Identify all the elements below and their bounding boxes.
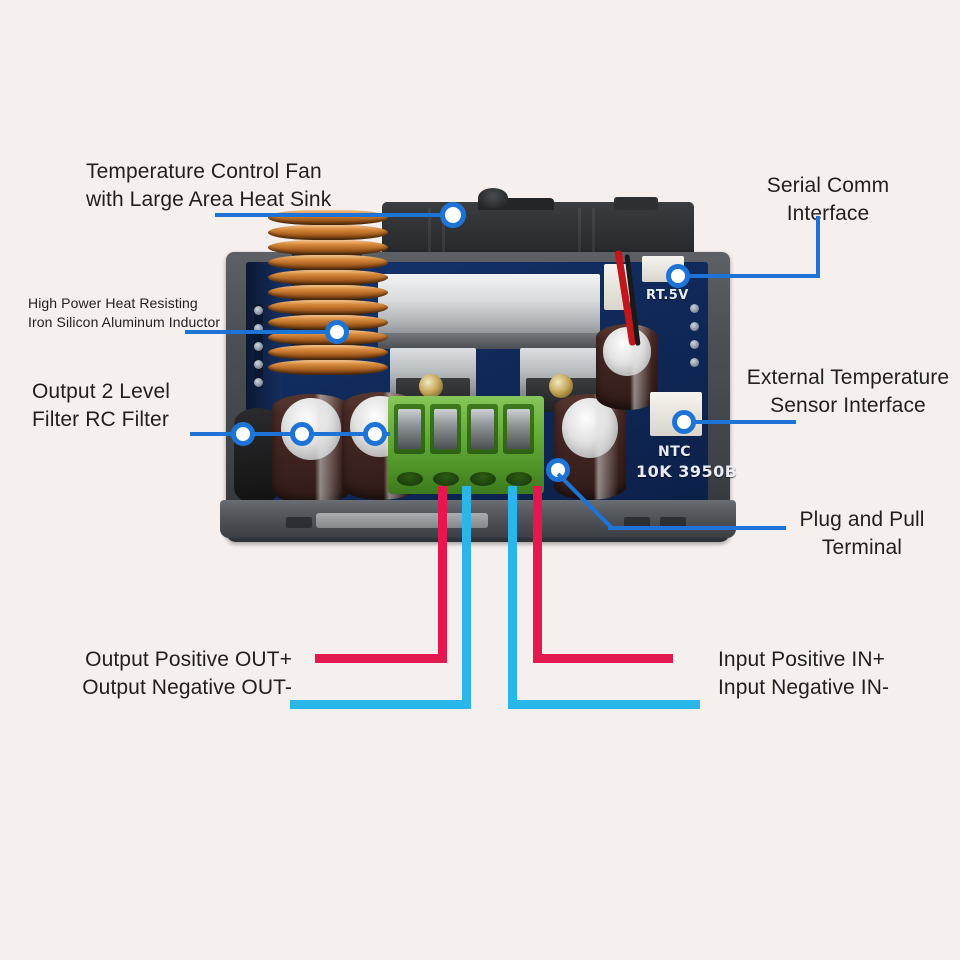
label-input-positive: Input Positive IN+ — [718, 648, 885, 671]
label-rc-filter-line2: Filter RC Filter — [32, 407, 169, 431]
label-temp-sensor: External Temperature Sensor Interface — [736, 364, 960, 419]
fan-hub — [478, 188, 508, 208]
callout-line-inductor — [185, 330, 340, 334]
wire-input-negative-vertical — [508, 486, 517, 709]
silkscreen-ntc-value: 10K 3950B — [636, 462, 738, 481]
silkscreen-ntc: NTC — [658, 444, 692, 460]
silkscreen-rt5v: RT.5V — [646, 288, 689, 303]
label-rc-filter: Output 2 Level Filter RC Filter — [32, 378, 170, 433]
label-serial-comm: Serial Comm Interface — [740, 172, 916, 227]
label-output-positive: Output Positive OUT+ — [85, 648, 292, 671]
callout-dot-serial-comm — [666, 264, 690, 288]
callout-line-serial-comm-horizontal — [680, 274, 820, 278]
callout-line-plug-terminal-horizontal — [608, 526, 786, 530]
wire-input-negative-horizontal — [508, 700, 700, 709]
wire-output-positive-vertical — [438, 486, 447, 663]
aluminum-heat-sink — [378, 274, 600, 336]
callout-line-serial-comm-vertical — [816, 216, 820, 278]
callout-dot-inductor — [325, 320, 349, 344]
label-input-wires: Input Positive IN+ Input Negative IN- — [718, 646, 958, 701]
module-bottom-lip — [220, 500, 736, 538]
iron-silicon-aluminum-inductor — [268, 210, 388, 382]
label-plug-terminal-line2: Terminal — [821, 535, 903, 559]
label-plug-terminal-line1: Plug and Pull — [799, 508, 925, 531]
label-plug-terminal: Plug and Pull Terminal — [786, 506, 938, 561]
power-supply-module-photo: RT.5V NTC 10K 3950B — [218, 188, 738, 568]
callout-line-fan-heatsink — [215, 213, 453, 217]
label-inductor: High Power Heat Resisting Iron Silicon A… — [28, 294, 220, 332]
wire-output-negative-horizontal — [290, 700, 471, 709]
label-inductor-line2: Iron Silicon Aluminum Inductor — [28, 313, 221, 330]
label-temp-sensor-line1: External Temperature — [746, 366, 950, 389]
label-temp-sensor-line2: Sensor Interface — [770, 393, 926, 417]
green-pluggable-terminal-block — [388, 396, 544, 494]
label-fan-heatsink-line1: Temperature Control Fan — [86, 160, 322, 183]
wire-output-negative-vertical — [462, 486, 471, 709]
label-fan-heatsink-line2: with Large Area Heat Sink — [86, 187, 332, 211]
label-input-negative: Input Negative IN- — [718, 675, 890, 699]
label-serial-comm-line2: Interface — [786, 201, 870, 225]
label-rc-filter-line1: Output 2 Level — [32, 380, 170, 403]
callout-dot-rc-filter-2 — [290, 422, 314, 446]
callout-dot-fan-heatsink — [440, 202, 466, 228]
wire-input-positive-horizontal — [533, 654, 673, 663]
wire-output-positive-horizontal — [315, 654, 447, 663]
fan-housing-notch — [614, 197, 658, 210]
label-output-negative: Output Negative OUT- — [82, 675, 292, 699]
label-serial-comm-line1: Serial Comm — [766, 174, 890, 197]
callout-dot-rc-filter-1 — [231, 422, 255, 446]
label-output-wires: Output Positive OUT+ Output Negative OUT… — [20, 646, 292, 701]
callout-dot-rc-filter-3 — [363, 422, 387, 446]
callout-line-temp-sensor — [686, 420, 796, 424]
label-fan-heatsink: Temperature Control Fan with Large Area … — [86, 158, 331, 213]
callout-dot-plug-terminal — [546, 458, 570, 482]
wire-input-positive-vertical — [533, 486, 542, 663]
callout-dot-temp-sensor — [672, 410, 696, 434]
label-inductor-line1: High Power Heat Resisting — [28, 295, 198, 311]
